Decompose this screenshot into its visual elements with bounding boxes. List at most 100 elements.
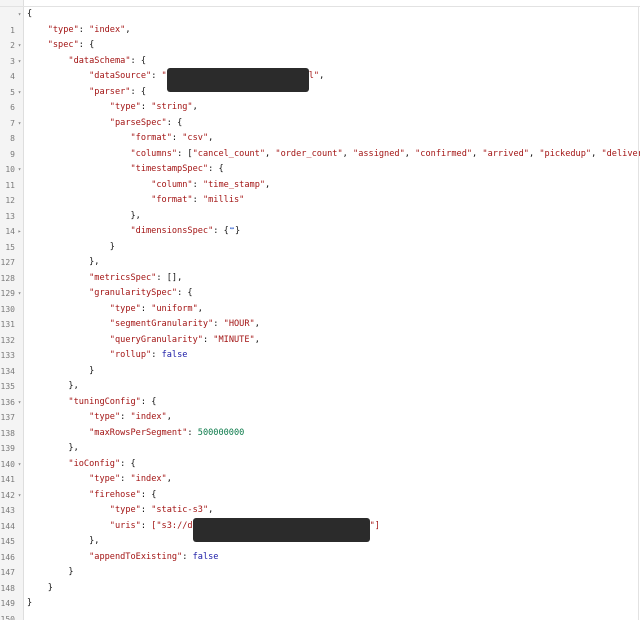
code-line: 133 "queryGranularity": "MINUTE", xyxy=(0,333,640,361)
fold-open-icon[interactable]: ▾ xyxy=(17,491,22,499)
line-number: 135 xyxy=(0,382,15,391)
line-number: 147 xyxy=(0,568,15,577)
line-code: "dimensionsSpec": {↔} xyxy=(27,224,240,240)
line-number: 12 xyxy=(5,196,15,205)
line-code: "firehose": { xyxy=(89,489,157,500)
line-number: 137 xyxy=(0,413,15,422)
line-code: "ioConfig": { xyxy=(68,458,136,469)
code-line: 4 ▾ "dataSchema": { xyxy=(0,54,640,82)
line-number: 134 xyxy=(0,366,15,376)
line-code: "queryGranularity": "MINUTE", xyxy=(109,334,260,345)
code-lines[interactable]: 1 ▾ { 2 "type": "index", 3 ▾ "spec": { 4… xyxy=(0,7,640,620)
line-number: 1 xyxy=(10,25,15,35)
code-line: 131 "type": "uniform", xyxy=(0,302,640,330)
line-code: "maxRowsPerSegment": 500000000 xyxy=(89,427,245,438)
code-line: 3 ▾ "spec": { xyxy=(0,38,640,66)
line-number: 8 xyxy=(10,134,15,143)
code-line: 12 "column": "time_stamp", xyxy=(0,178,640,206)
line-code: "granularitySpec": { xyxy=(89,288,193,298)
redaction-box xyxy=(192,517,370,542)
fold-open-icon[interactable]: ▾ xyxy=(17,166,22,173)
code-line: 11 ▾ "timestampSpec": { xyxy=(0,162,640,190)
code-line: 145 "uris": ["s3://d"] xyxy=(0,517,640,546)
code-line: 129 "metricsSpec": [], xyxy=(0,271,640,299)
line-code: }, xyxy=(68,443,79,453)
line-number: 11 xyxy=(5,180,15,190)
line-number: 142 xyxy=(0,490,15,500)
line-code: } xyxy=(47,582,53,593)
line-code: "metricsSpec": [], xyxy=(89,272,183,283)
line-code: }, xyxy=(68,381,79,391)
line-code: "type": "index", xyxy=(47,24,131,35)
redaction-box xyxy=(166,68,309,92)
line-number: 150 xyxy=(0,614,15,620)
code-line: 138 "type": "index", xyxy=(0,410,640,438)
line-code: } xyxy=(109,241,115,252)
line-number: 145 xyxy=(0,537,15,546)
line-code: "spec": { xyxy=(47,40,95,50)
code-line: 14 }, xyxy=(0,209,640,237)
line-number: 13 xyxy=(5,211,15,221)
code-line: 142 "type": "index", xyxy=(0,472,640,500)
code-line: 139 "maxRowsPerSegment": 500000000 xyxy=(0,426,640,454)
fold-open-icon[interactable]: ▾ xyxy=(17,57,22,65)
line-number: 128 xyxy=(0,273,15,283)
code-line: 10 "columns": ["cancel_count", "order_co… xyxy=(0,147,640,175)
line-number-gutter xyxy=(0,0,24,620)
fold-closed-icon[interactable]: ▸ xyxy=(17,228,22,235)
fold-open-icon[interactable]: ▾ xyxy=(17,88,22,96)
code-line: 7 "type": "string", xyxy=(0,100,640,128)
line-number: 136 xyxy=(0,397,15,407)
line-code: "rollup": false xyxy=(109,350,188,360)
line-number: 127 xyxy=(0,258,15,267)
code-line: 135 } xyxy=(0,364,640,392)
code-line: 144 "type": "static-s3", xyxy=(0,503,640,531)
fold-open-icon[interactable]: ▾ xyxy=(17,460,22,468)
code-line: 15 ▸ "dimensionsSpec": {↔} xyxy=(0,224,640,252)
code-line: 8 ▾ "parseSpec": { xyxy=(0,116,640,144)
line-number: 2 xyxy=(10,41,15,50)
code-line: 128 }, xyxy=(0,255,640,283)
line-code: }, xyxy=(130,210,141,221)
line-number: 129 xyxy=(0,289,15,298)
code-line: 147 "appendToExisting": false xyxy=(0,550,640,578)
line-code: } xyxy=(68,567,74,577)
fold-open-icon[interactable]: ▾ xyxy=(17,42,22,49)
fold-open-icon[interactable]: ▾ xyxy=(17,11,22,18)
line-number: 15 xyxy=(5,242,15,252)
fold-open-icon[interactable]: ▾ xyxy=(17,398,22,406)
line-code: "format": "millis" xyxy=(151,195,245,205)
line-code: "timestampSpec": { xyxy=(130,164,224,174)
line-code: "column": "time_stamp", xyxy=(151,179,271,190)
line-number: 144 xyxy=(0,521,15,531)
line-number: 141 xyxy=(0,475,15,484)
fold-open-icon[interactable]: ▾ xyxy=(17,119,22,127)
code-line: 6 ▾ "parser": { xyxy=(0,85,640,113)
line-number: 14 xyxy=(5,227,15,236)
code-line: 141 ▾ "ioConfig": { xyxy=(0,457,640,485)
line-code: "type": "index", xyxy=(89,412,172,422)
code-line: 149 } xyxy=(0,581,640,609)
code-line: 143 ▾ "firehose": { xyxy=(0,488,640,516)
line-code: "dataSource": "l", xyxy=(27,68,324,92)
line-code: "type": "string", xyxy=(109,102,198,112)
code-line: 127 } xyxy=(0,240,640,268)
line-number: 139 xyxy=(0,444,15,453)
line-number: 131 xyxy=(0,320,15,329)
line-number: 132 xyxy=(0,335,15,345)
folded-content-icon[interactable]: ↔ xyxy=(229,224,235,232)
line-code: } xyxy=(27,598,33,608)
code-line: 2 "type": "index", xyxy=(0,23,640,51)
line-code: "appendToExisting": false xyxy=(89,551,219,562)
line-code: } xyxy=(89,365,95,376)
line-number: 143 xyxy=(0,506,15,515)
code-line: 150 } xyxy=(0,596,640,620)
code-line: 148 } xyxy=(0,565,640,593)
line-number: 4 xyxy=(10,72,15,81)
code-line: 1 ▾ { xyxy=(0,7,640,35)
editor-top-border xyxy=(0,6,640,7)
line-code: "parser": { xyxy=(89,86,147,97)
line-code: "uris": ["s3://d"] xyxy=(27,517,380,542)
fold-open-icon[interactable]: ▾ xyxy=(17,290,22,297)
